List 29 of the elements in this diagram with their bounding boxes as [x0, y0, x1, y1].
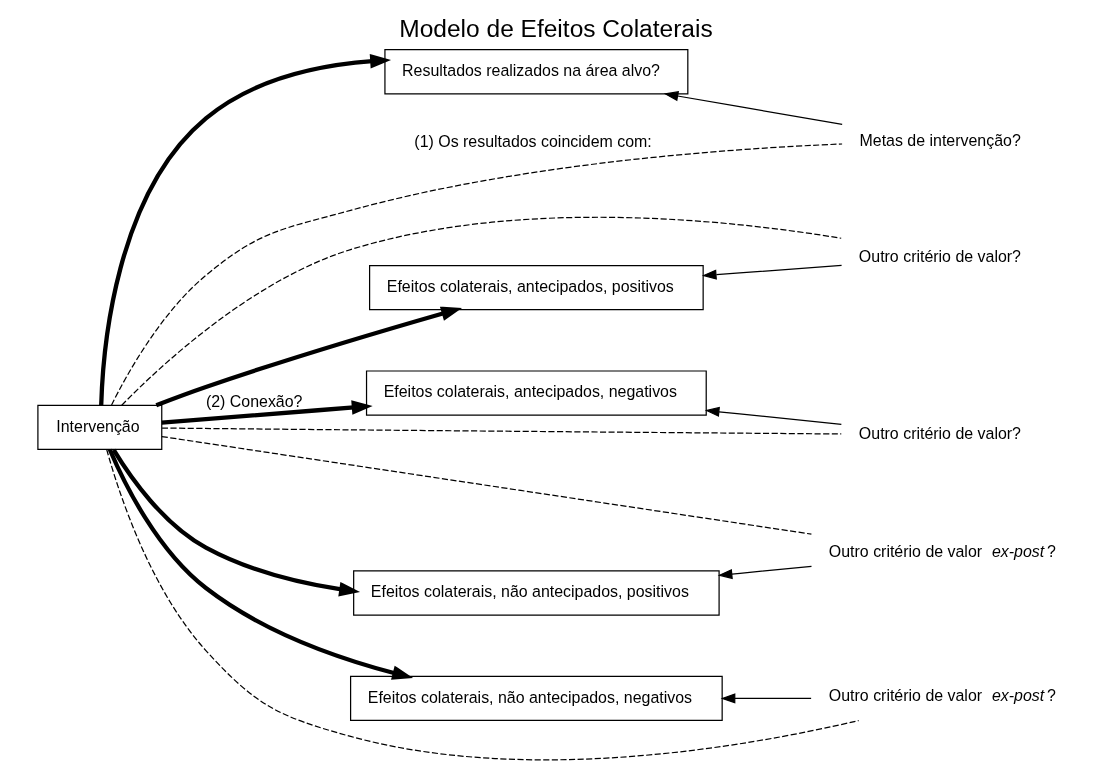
- node-box: Efeitos colaterais, antecipados, positivos: [369, 264, 704, 311]
- arrow: [111, 448, 360, 597]
- arrow: [155, 306, 463, 408]
- node-box: Efeitos colaterais, não antecipados, negativos: [350, 675, 723, 722]
- arrow: [701, 264, 843, 280]
- node-box: Intervenção: [37, 404, 163, 451]
- connector: [106, 448, 860, 761]
- connector: [110, 143, 843, 406]
- diagram-title: Modelo de Efeitos Colaterais: [399, 15, 713, 43]
- node-text: Outro critério de valor?: [858, 248, 1021, 266]
- arrow: [99, 53, 392, 406]
- node-text: Metas de intervenção?: [859, 131, 1021, 149]
- arrow: [107, 448, 414, 680]
- arrow: [663, 91, 843, 126]
- connector: [161, 427, 842, 435]
- node-box: Resultados realizados na área alvo?: [384, 49, 689, 95]
- edge-label: (1) Os resultados coincidem com:: [414, 133, 652, 151]
- connector: [161, 435, 813, 535]
- node-text: Outro critério de valor ex-post?: [828, 542, 1056, 560]
- node-text: Outro critério de valor ex-post?: [828, 687, 1056, 705]
- edge-label: (2) Conexão?: [205, 393, 303, 411]
- node-box: Efeitos colaterais, antecipados, negativos: [365, 370, 707, 416]
- arrow: [720, 693, 812, 704]
- arrow: [717, 565, 813, 580]
- arrow: [161, 400, 373, 425]
- connector: [121, 216, 842, 406]
- arrow: [704, 406, 842, 426]
- node-box: Efeitos colaterais, não antecipados, positivos: [353, 570, 720, 616]
- node-text: Outro critério de valor?: [858, 424, 1021, 442]
